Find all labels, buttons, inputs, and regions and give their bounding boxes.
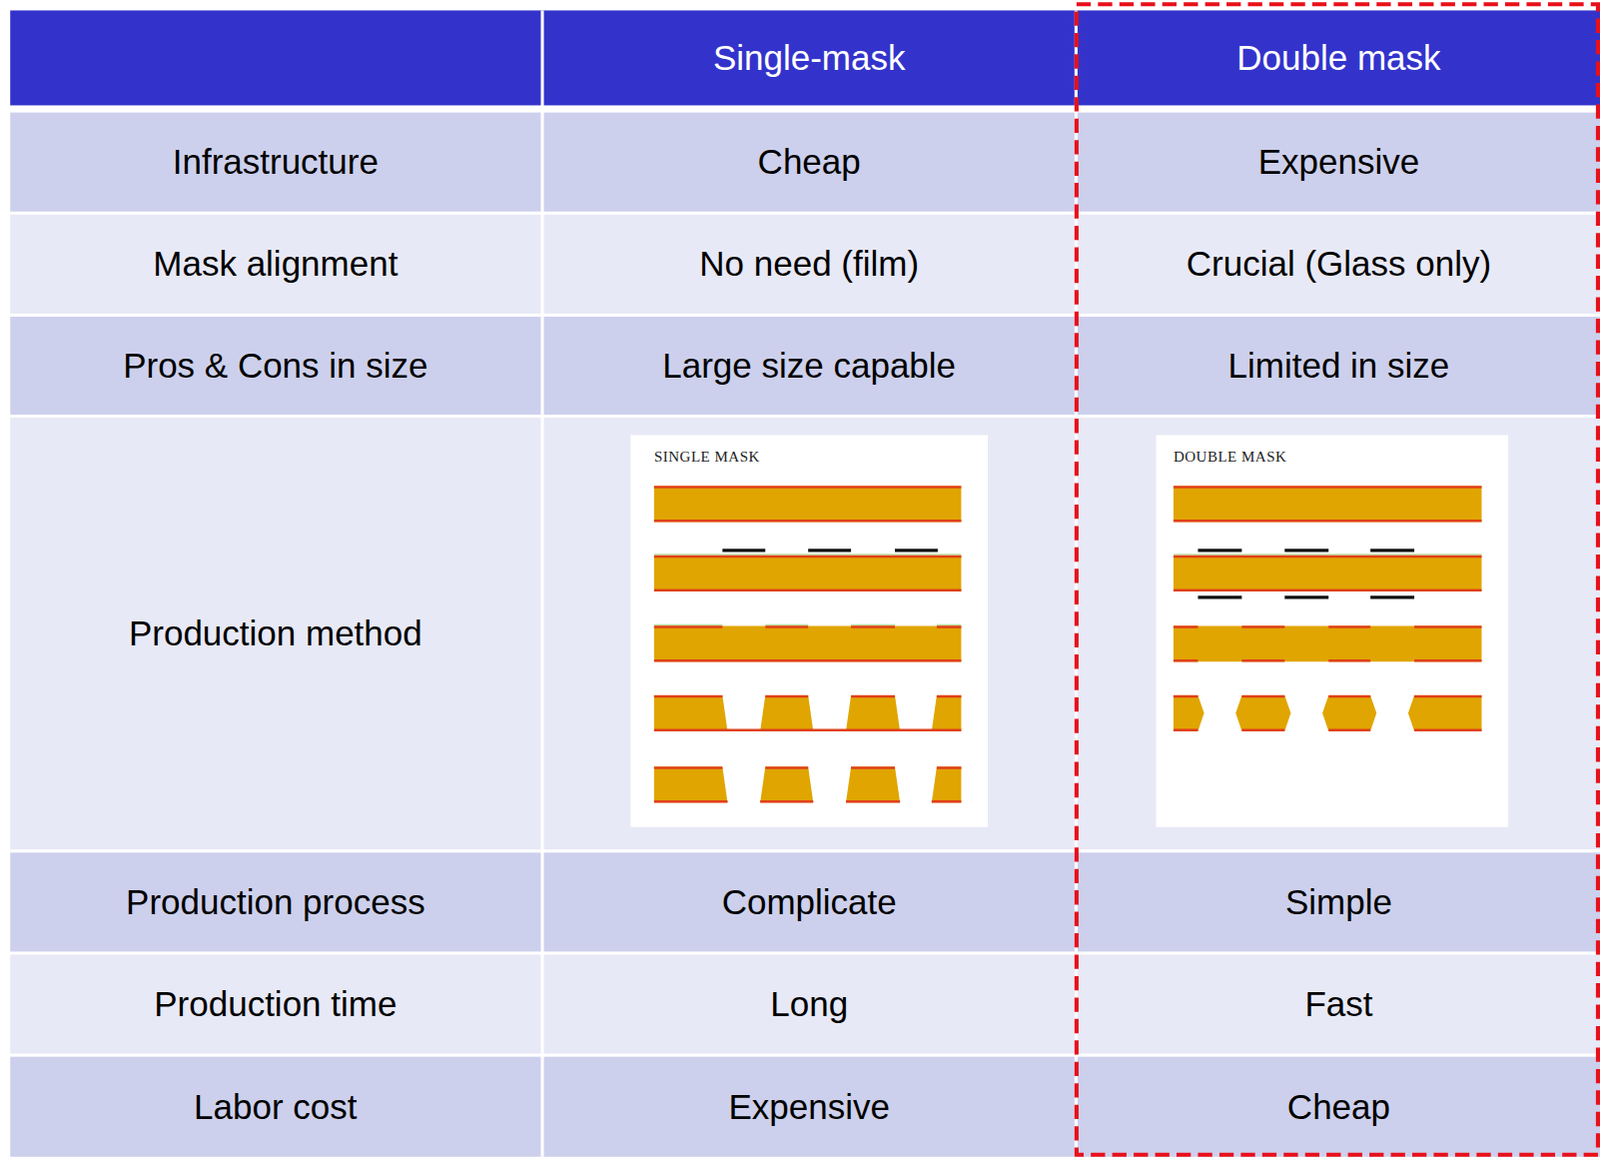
table-rows bbox=[9, 9, 1600, 1156]
header-cell: Single-mask bbox=[713, 37, 906, 78]
table-cell-box: Cheap bbox=[1077, 1055, 1600, 1156]
table-cell: Production method bbox=[128, 613, 423, 654]
table-cell-box: Expensive bbox=[544, 1055, 1075, 1156]
table-cell: Expensive bbox=[728, 1086, 889, 1127]
table-cell-box: Limited in size bbox=[1077, 316, 1600, 415]
figure-title: SINGLE MASK bbox=[654, 448, 761, 466]
table-cell-box: Labor cost bbox=[9, 1055, 541, 1156]
table-cell: Large size capable bbox=[662, 345, 956, 386]
header-cell-box: Single-mask bbox=[544, 9, 1075, 105]
table-cell-box: Long bbox=[544, 953, 1075, 1053]
table-cell-box: Infrastructure bbox=[9, 111, 541, 211]
table-cell-box: Crucial (Glass only) bbox=[1077, 214, 1600, 314]
table-cell: Simple bbox=[1285, 881, 1393, 922]
table-cell: Production process bbox=[125, 881, 426, 922]
table-cell: Cheap bbox=[758, 141, 861, 182]
table-cell: Expensive bbox=[1258, 141, 1420, 182]
single-mask-figure bbox=[630, 434, 988, 826]
table-cell: Complicate bbox=[722, 881, 897, 922]
table-cell: Fast bbox=[1304, 983, 1373, 1024]
figure-title-box: SINGLE MASK bbox=[654, 445, 919, 467]
table-cell: Long bbox=[770, 983, 848, 1024]
table-cell-box: Production method bbox=[9, 417, 541, 849]
figure-title-box: DOUBLE MASK bbox=[1173, 445, 1440, 467]
table-cell-box: Simple bbox=[1077, 851, 1600, 951]
highlight-frame bbox=[1076, 3, 1599, 1154]
table-cell: Production time bbox=[153, 983, 397, 1024]
table-cell: Cheap bbox=[1287, 1086, 1391, 1127]
table-cell-box: Fast bbox=[1077, 953, 1600, 1053]
header-cell: Double mask bbox=[1236, 37, 1441, 78]
table-cell-box: Complicate bbox=[544, 851, 1075, 951]
table-cell-box: Cheap bbox=[544, 111, 1075, 211]
table-cell: Mask alignment bbox=[152, 243, 398, 284]
table-cell: Pros & Cons in size bbox=[122, 345, 428, 386]
double-mask-figure bbox=[1156, 434, 1509, 826]
table-cell-box: Pros & Cons in size bbox=[9, 316, 541, 415]
table-cell: Limited in size bbox=[1228, 345, 1451, 386]
table-cell-box: Mask alignment bbox=[9, 214, 541, 314]
table-cell-box: Production time bbox=[9, 953, 541, 1053]
table-cell-box: No need (film) bbox=[544, 214, 1075, 314]
table-cell-box: Large size capable bbox=[544, 316, 1075, 415]
table-cell: No need (film) bbox=[699, 243, 919, 284]
table-cell: Labor cost bbox=[193, 1086, 357, 1127]
table-cell-box: Production process bbox=[9, 851, 541, 951]
table-cell-box: Expensive bbox=[1077, 111, 1600, 211]
table-cell: Infrastructure bbox=[172, 141, 379, 182]
table-cell: Crucial (Glass only) bbox=[1186, 243, 1492, 284]
figure-title: DOUBLE MASK bbox=[1173, 448, 1287, 466]
header-cell-box: Double mask bbox=[1077, 9, 1600, 105]
